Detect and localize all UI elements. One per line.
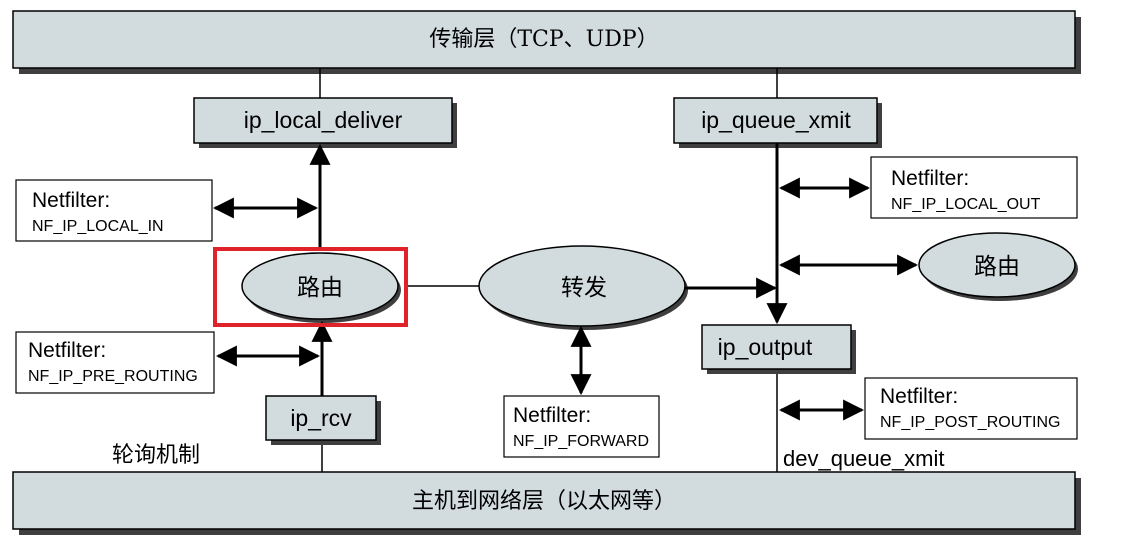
netfilter-pre-routing-hook: NF_IP_PRE_ROUTING <box>28 368 198 385</box>
host-network-layer-bar: 主机到网络层（以太网等） <box>12 471 1081 535</box>
ip-rcv-label: ip_rcv <box>290 405 352 431</box>
routing-out-ellipse <box>918 232 1076 298</box>
ip-local-deliver-node: ip_local_deliver <box>193 97 457 148</box>
polling-label: 轮询机制 <box>112 443 200 468</box>
netfilter-post-routing: Netfilter: NF_IP_POST_ROUTING <box>864 377 1078 440</box>
routing-in-ellipse <box>241 252 399 320</box>
routing-in-node: 路由 <box>241 252 401 323</box>
netfilter-local-out-box <box>870 156 1078 219</box>
netfilter-forward-box <box>503 395 660 458</box>
ip-local-deliver-box <box>193 97 453 144</box>
netfilter-post-routing-title: Netfilter: <box>880 385 958 408</box>
netfilter-pre-routing-box <box>15 331 215 394</box>
netfilter-post-routing-box <box>864 377 1078 440</box>
routing-in-label: 路由 <box>297 275 343 301</box>
netfilter-forward: Netfilter: NF_IP_FORWARD <box>503 395 660 458</box>
dev-queue-xmit-label: dev_queue_xmit <box>783 446 944 471</box>
transport-layer-label: 传输层（TCP、UDP） <box>429 27 658 52</box>
ip-output-label: ip_output <box>718 334 813 360</box>
transport-layer-box <box>12 10 1076 69</box>
routing-out-label: 路由 <box>974 254 1020 280</box>
ip-output-node: ip_output <box>701 324 856 374</box>
netfilter-local-out-hook: NF_IP_LOCAL_OUT <box>891 196 1041 213</box>
transport-layer-bar: 传输层（TCP、UDP） <box>12 10 1081 74</box>
ip-queue-xmit-node: ip_queue_xmit <box>673 97 882 148</box>
ip-queue-xmit-label: ip_queue_xmit <box>701 107 851 133</box>
ip-queue-xmit-box <box>673 97 878 144</box>
netfilter-local-out-title: Netfilter: <box>891 167 969 190</box>
highlight-box <box>213 247 408 327</box>
netfilter-local-in: Netfilter: NF_IP_LOCAL_IN <box>15 179 213 242</box>
netfilter-pre-routing-title: Netfilter: <box>28 339 106 362</box>
netfilter-local-in-box <box>15 179 213 242</box>
netfilter-local-in-hook: NF_IP_LOCAL_IN <box>32 218 164 235</box>
netfilter-pre-routing: Netfilter: NF_IP_PRE_ROUTING <box>15 331 215 394</box>
ip-output-box <box>701 324 852 370</box>
netfilter-forward-hook: NF_IP_FORWARD <box>513 433 649 450</box>
ip-rcv-node: ip_rcv <box>265 395 381 445</box>
netfilter-post-routing-hook: NF_IP_POST_ROUTING <box>880 414 1060 431</box>
routing-out-node: 路由 <box>918 232 1078 301</box>
host-network-layer-box <box>12 471 1076 530</box>
ip-rcv-box <box>265 395 377 441</box>
host-network-layer-label: 主机到网络层（以太网等） <box>412 489 676 514</box>
ip-local-deliver-label: ip_local_deliver <box>244 107 403 133</box>
netfilter-forward-title: Netfilter: <box>513 404 591 427</box>
forward-label: 转发 <box>561 275 607 301</box>
netfilter-local-in-title: Netfilter: <box>32 189 110 212</box>
netfilter-local-out: Netfilter: NF_IP_LOCAL_OUT <box>870 156 1078 219</box>
forward-node: 转发 <box>478 245 688 330</box>
